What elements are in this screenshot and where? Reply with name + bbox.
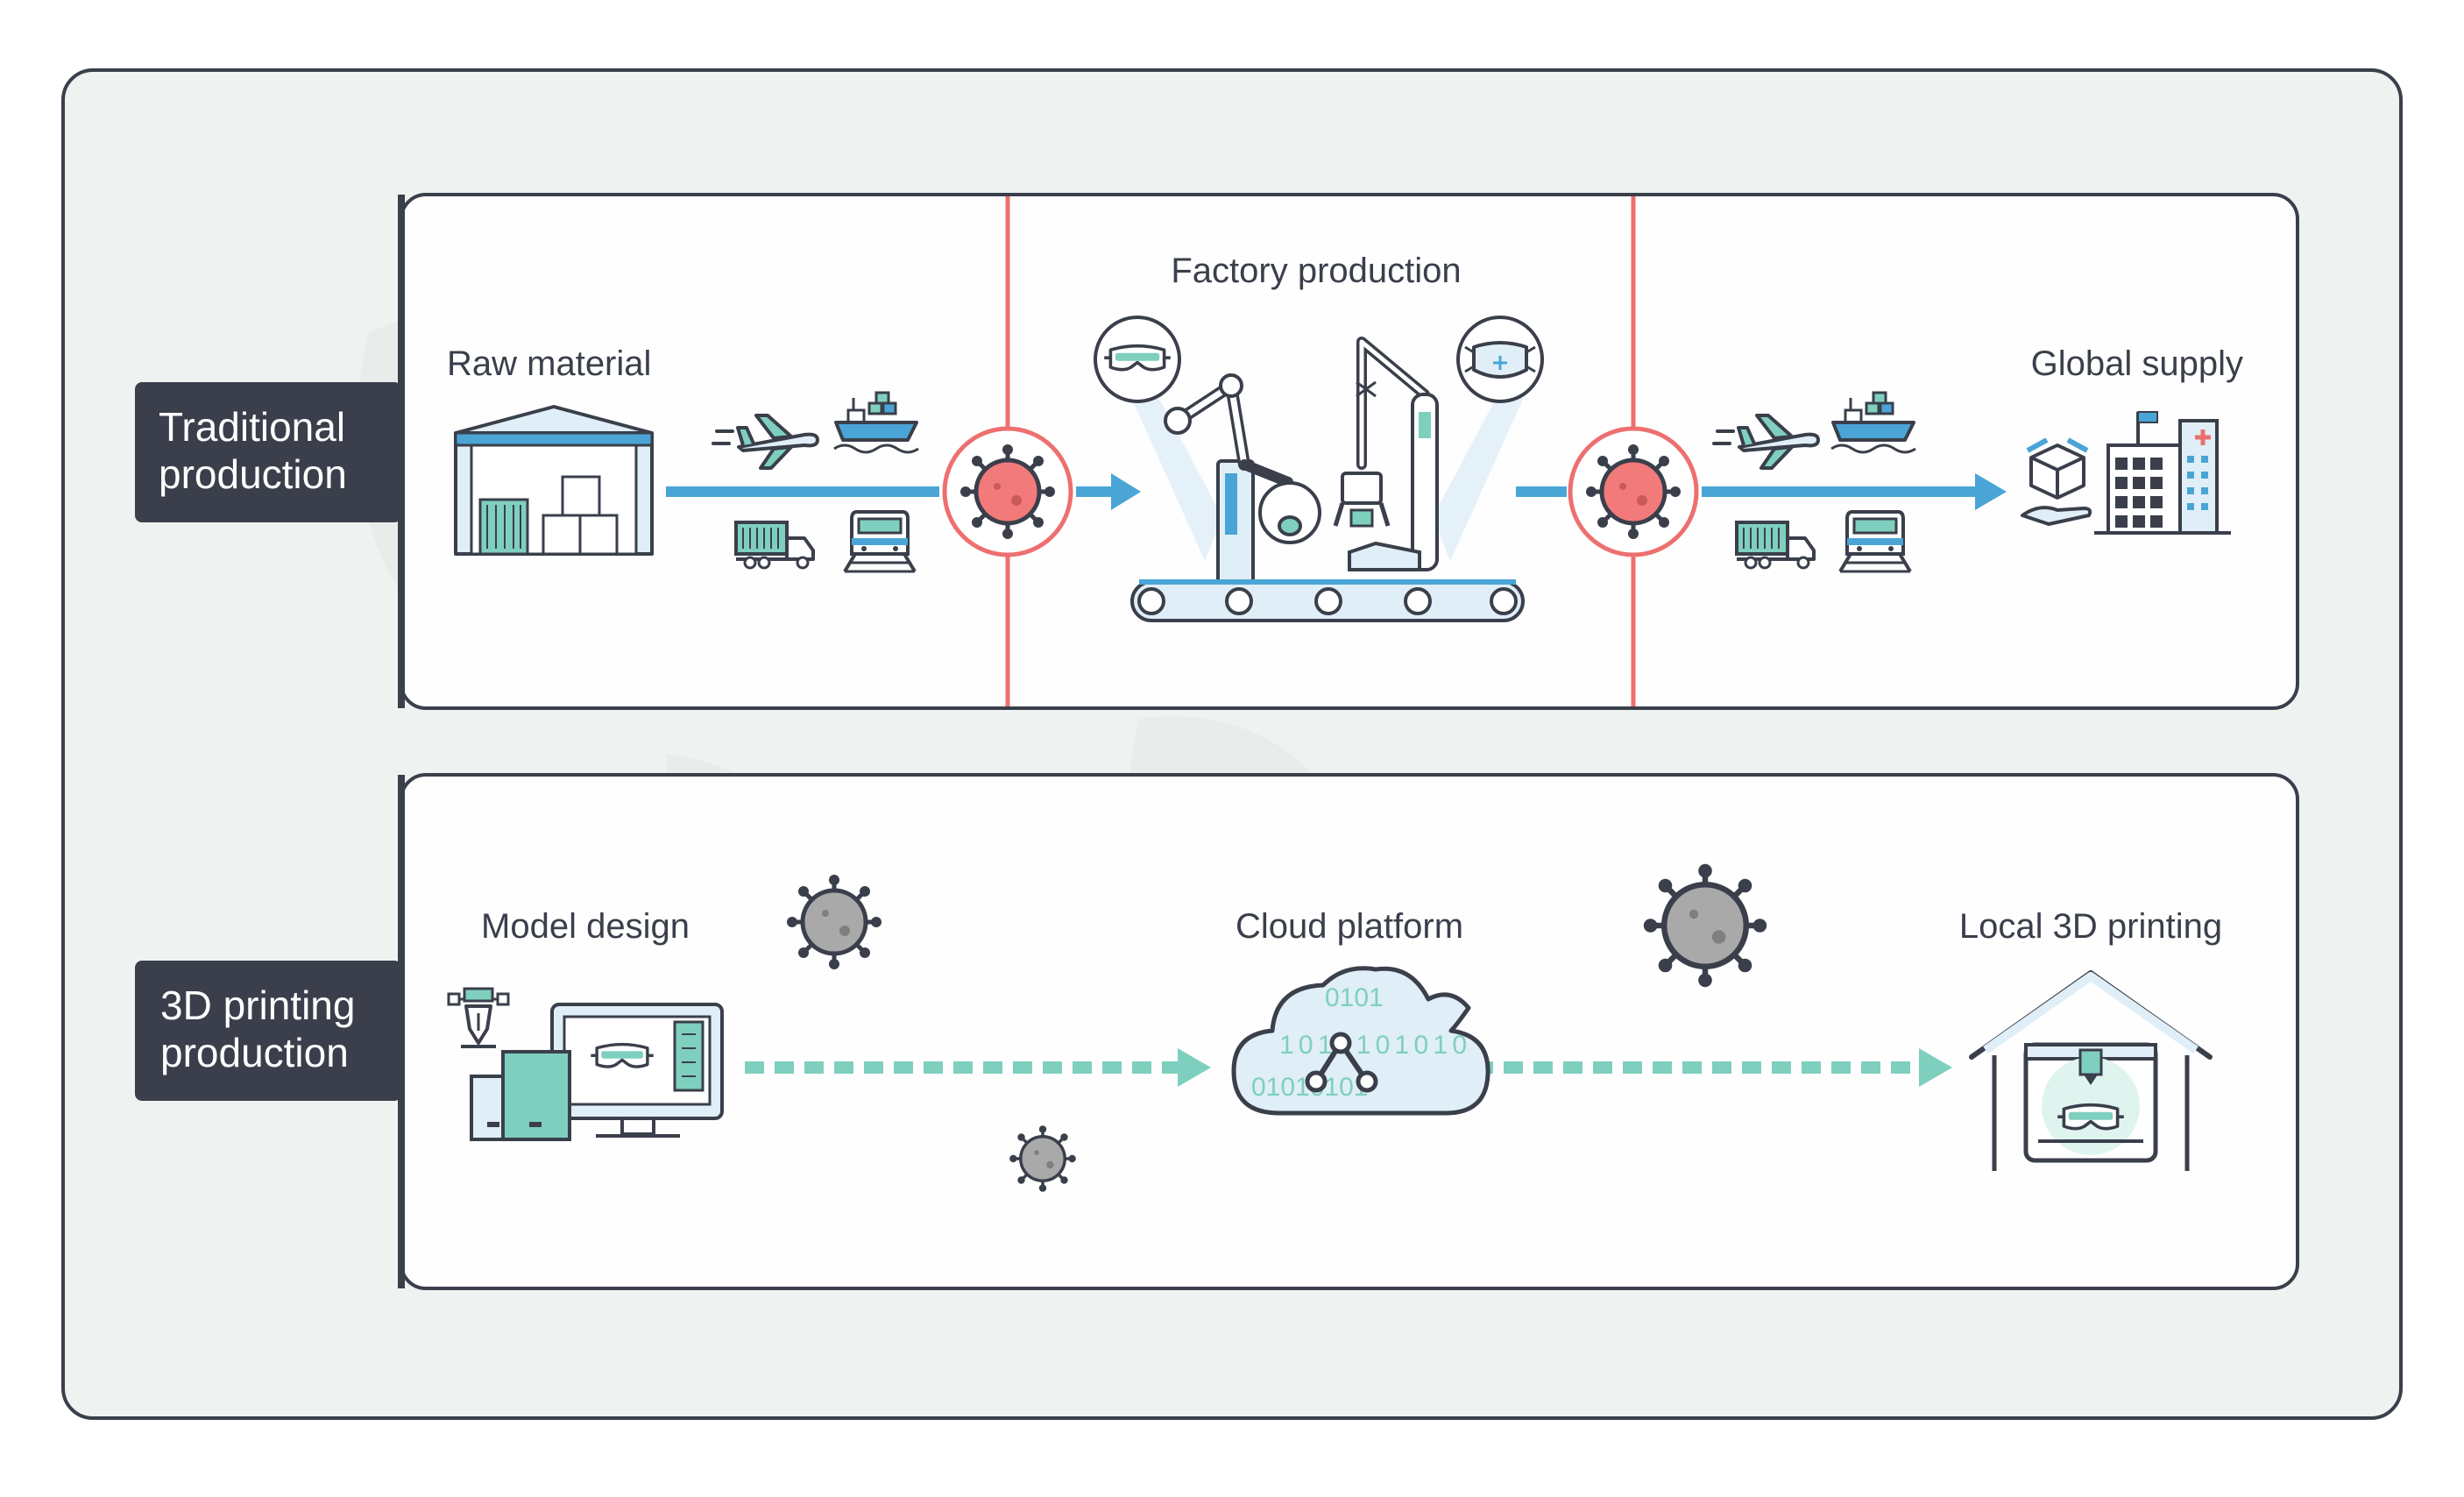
virus-disruption-icon	[942, 426, 1073, 557]
3d-printer-house-icon	[1969, 970, 2213, 1171]
package-box-icon	[1348, 541, 1421, 571]
stage-label-cloud-platform: Cloud platform	[1236, 907, 1463, 946]
3d-printing-production-tag: 3D printing production	[135, 961, 401, 1101]
tag-line-1: 3D printing	[160, 983, 355, 1028]
traditional-production-tag: Traditional production	[135, 382, 401, 522]
robot-arm-icon	[1164, 373, 1321, 585]
warehouse-icon	[454, 405, 654, 556]
train-icon	[843, 510, 917, 573]
pen-tool-icon	[447, 987, 510, 1048]
cloud-platform-icon: 0101 01010101 1010101010	[1231, 966, 1490, 1116]
virus-disruption-icon	[1568, 426, 1699, 557]
arrowhead	[1111, 473, 1141, 510]
arrowhead	[1178, 1048, 1211, 1087]
computer-design-icon	[470, 1003, 724, 1141]
stage-label-local-3d-printing: Local 3D printing	[1959, 907, 2222, 946]
binary-text: 0101	[1325, 983, 1384, 1012]
arrowhead	[1975, 473, 2007, 510]
tag-line-2: production	[159, 451, 347, 497]
virus-icon	[1008, 1124, 1078, 1194]
goggles-bubble-icon	[1094, 316, 1181, 403]
stage-label-factory-production: Factory production	[1171, 252, 1461, 290]
hospital-icon	[2094, 411, 2231, 535]
conveyor-belt-icon	[1130, 579, 1525, 622]
train-icon	[1838, 510, 1912, 573]
stage-label-global-supply: Global supply	[2031, 344, 2243, 383]
tag-line-2: production	[160, 1030, 349, 1075]
scan-beam	[1126, 386, 1222, 561]
tag-line-1: Traditional	[159, 404, 345, 450]
arrowhead	[1919, 1048, 1952, 1087]
scan-beam	[1433, 386, 1529, 561]
face-mask-bubble-icon	[1456, 316, 1544, 403]
stage-label-model-design: Model design	[481, 907, 690, 946]
hand-with-package-icon	[2021, 437, 2092, 526]
virus-icon	[787, 875, 882, 969]
virus-icon	[1644, 864, 1767, 987]
stage-label-raw-material: Raw material	[447, 344, 651, 383]
robot-gripper-icon	[1333, 337, 1439, 571]
